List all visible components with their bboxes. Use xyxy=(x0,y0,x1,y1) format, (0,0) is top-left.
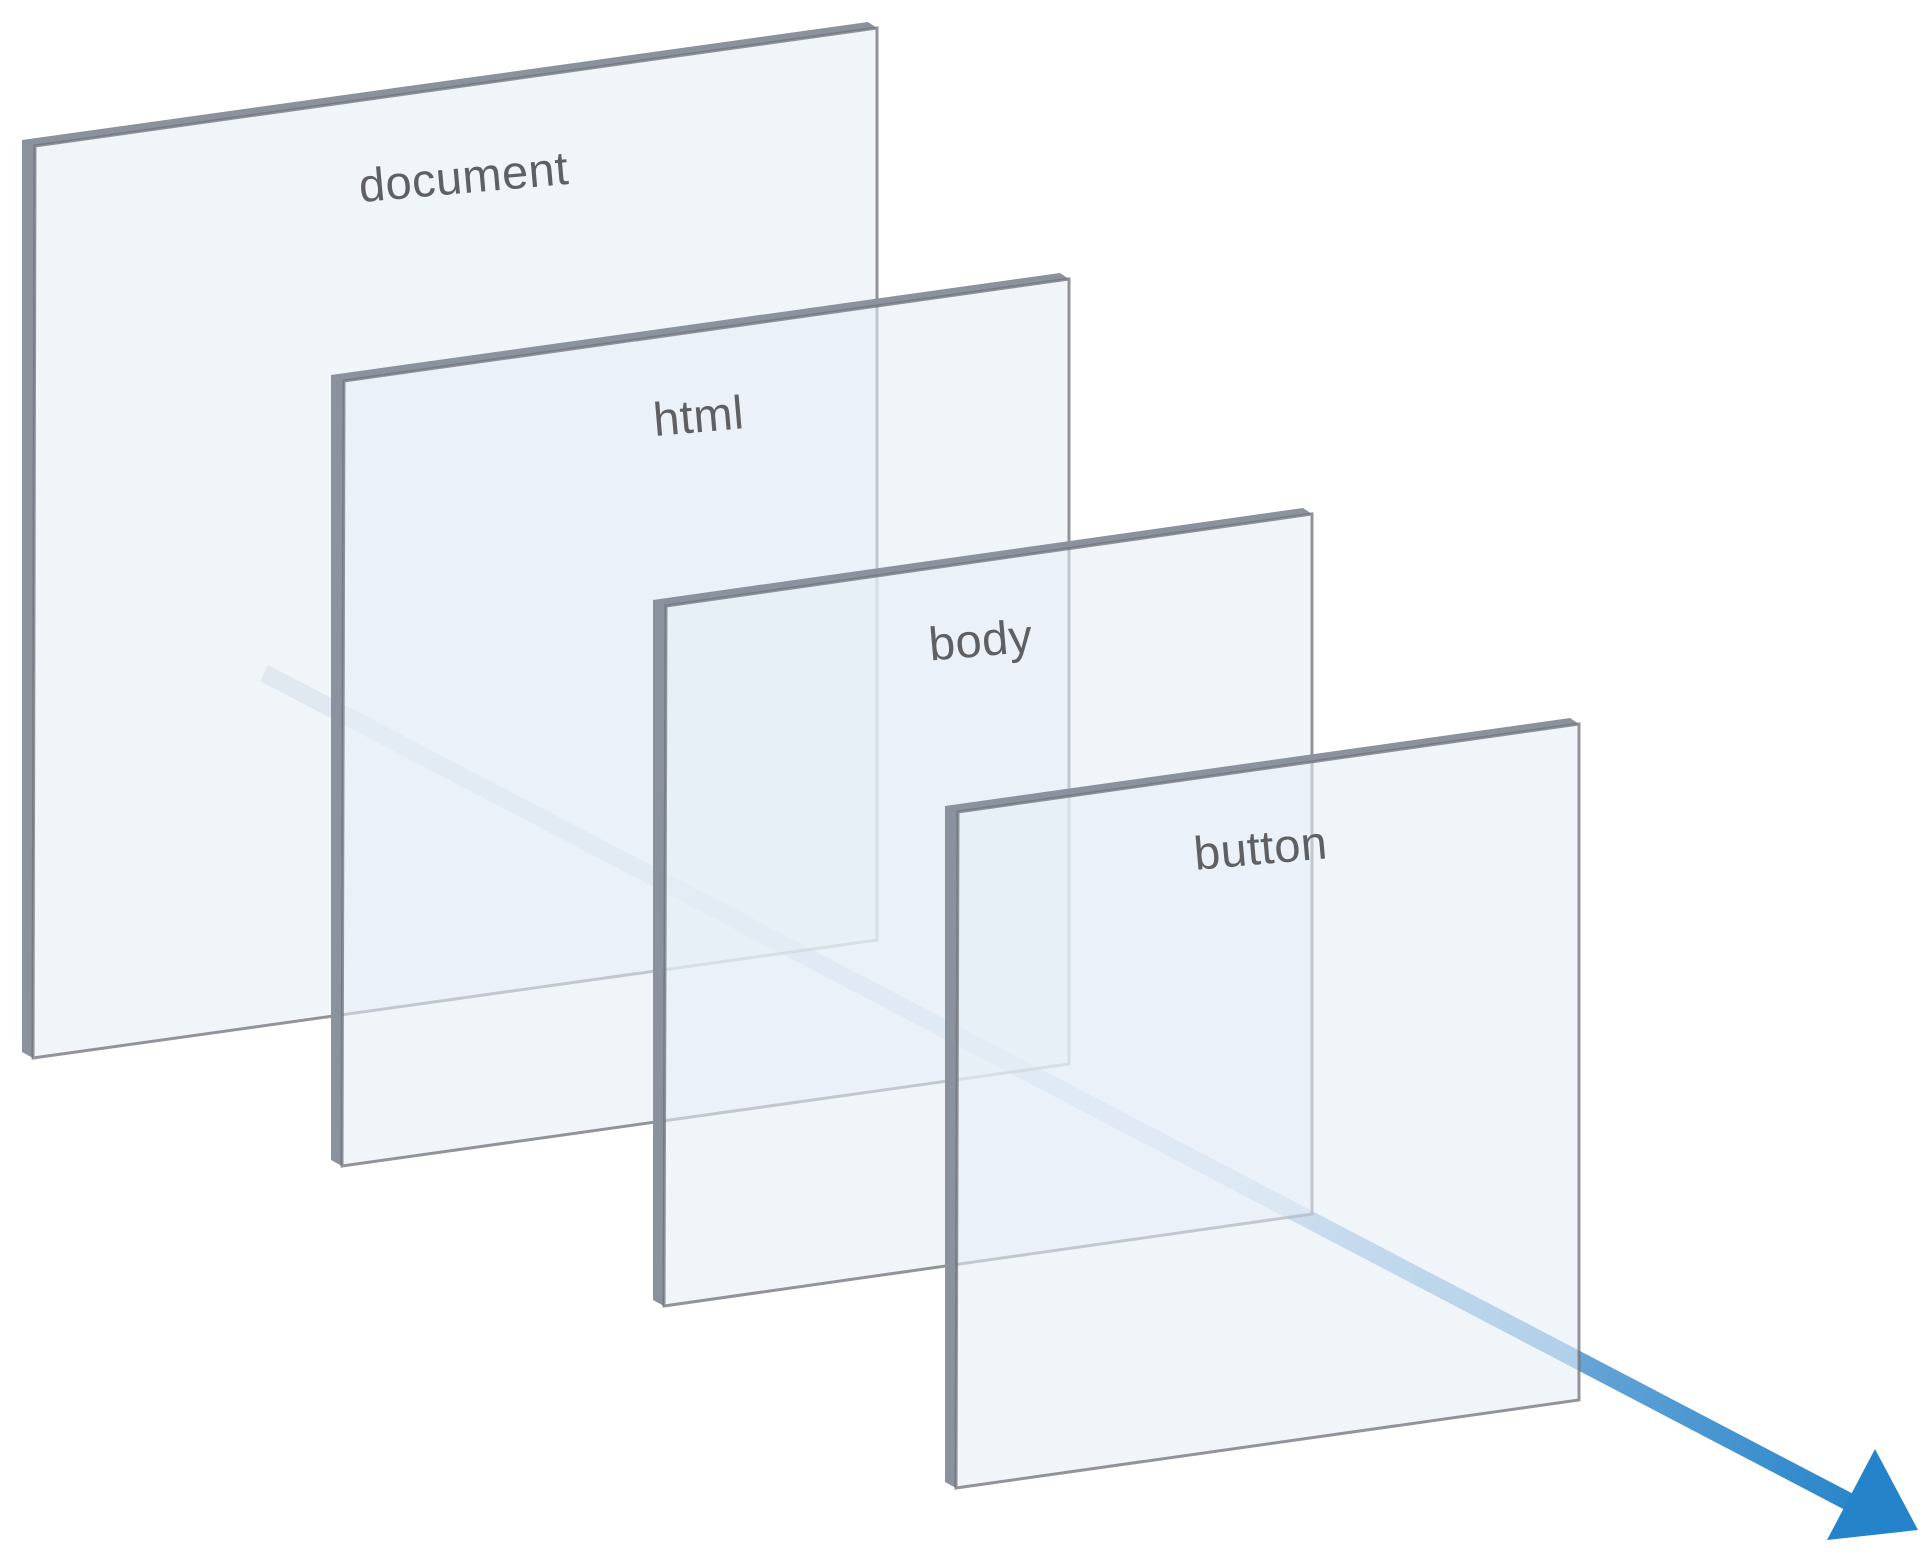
layer-button-label: button xyxy=(1192,815,1330,879)
layer-body-label: body xyxy=(926,609,1034,671)
layer-button-panel xyxy=(954,722,1581,1490)
layer-html-label: html xyxy=(651,385,746,446)
layer-button: button xyxy=(945,718,1581,1490)
propagation-arrow-head xyxy=(1827,1449,1918,1540)
